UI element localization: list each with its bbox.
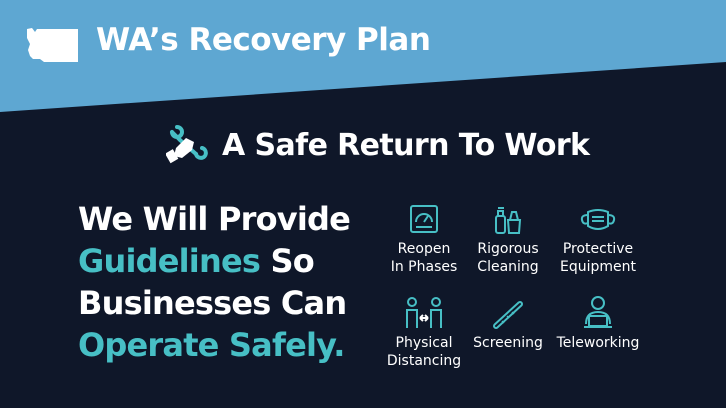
wrench-hand-icon: [166, 125, 208, 164]
cleaning-supplies-icon: [495, 207, 522, 234]
feature-label: Screening: [473, 335, 543, 351]
subheader-title: A Safe Return To Work: [222, 128, 590, 163]
header-title: WA’s Recovery Plan: [96, 22, 431, 58]
headline: We Will Provide Guidelines So Businesses…: [78, 198, 351, 366]
headline-line-3: Businesses Can: [78, 284, 347, 322]
feature-physical-distancing: Physical Distancing: [364, 296, 484, 370]
feature-rigorous-cleaning: Rigorous Cleaning: [448, 204, 568, 276]
washington-state-shape-icon: [27, 28, 78, 62]
feature-screening: Screening: [448, 298, 568, 352]
feature-label: Teleworking: [556, 335, 640, 351]
feature-label: Physical Distancing: [386, 335, 462, 369]
face-mask-icon: [580, 209, 616, 230]
feature-label: Rigorous Cleaning: [477, 241, 539, 275]
feature-teleworking: Teleworking: [538, 294, 658, 352]
headline-line-2: Guidelines So: [78, 240, 350, 282]
headline-line-1: We Will Provide: [78, 200, 351, 238]
headline-highlight-operate: Operate Safely.: [78, 326, 345, 364]
headline-line-2-rest: So: [260, 242, 314, 280]
feature-label: Reopen In Phases: [390, 241, 458, 275]
person-laptop-icon: [584, 296, 612, 328]
headline-highlight-guidelines: Guidelines: [78, 242, 261, 280]
thermometer-icon: [493, 301, 523, 329]
gauge-icon: [410, 205, 438, 233]
feature-reopen-in-phases: Reopen In Phases: [364, 204, 484, 276]
feature-protective-equipment: Protective Equipment: [538, 204, 658, 276]
feature-label: Protective Equipment: [560, 241, 636, 275]
people-distancing-icon: [406, 297, 442, 328]
header-band: [0, 0, 726, 112]
